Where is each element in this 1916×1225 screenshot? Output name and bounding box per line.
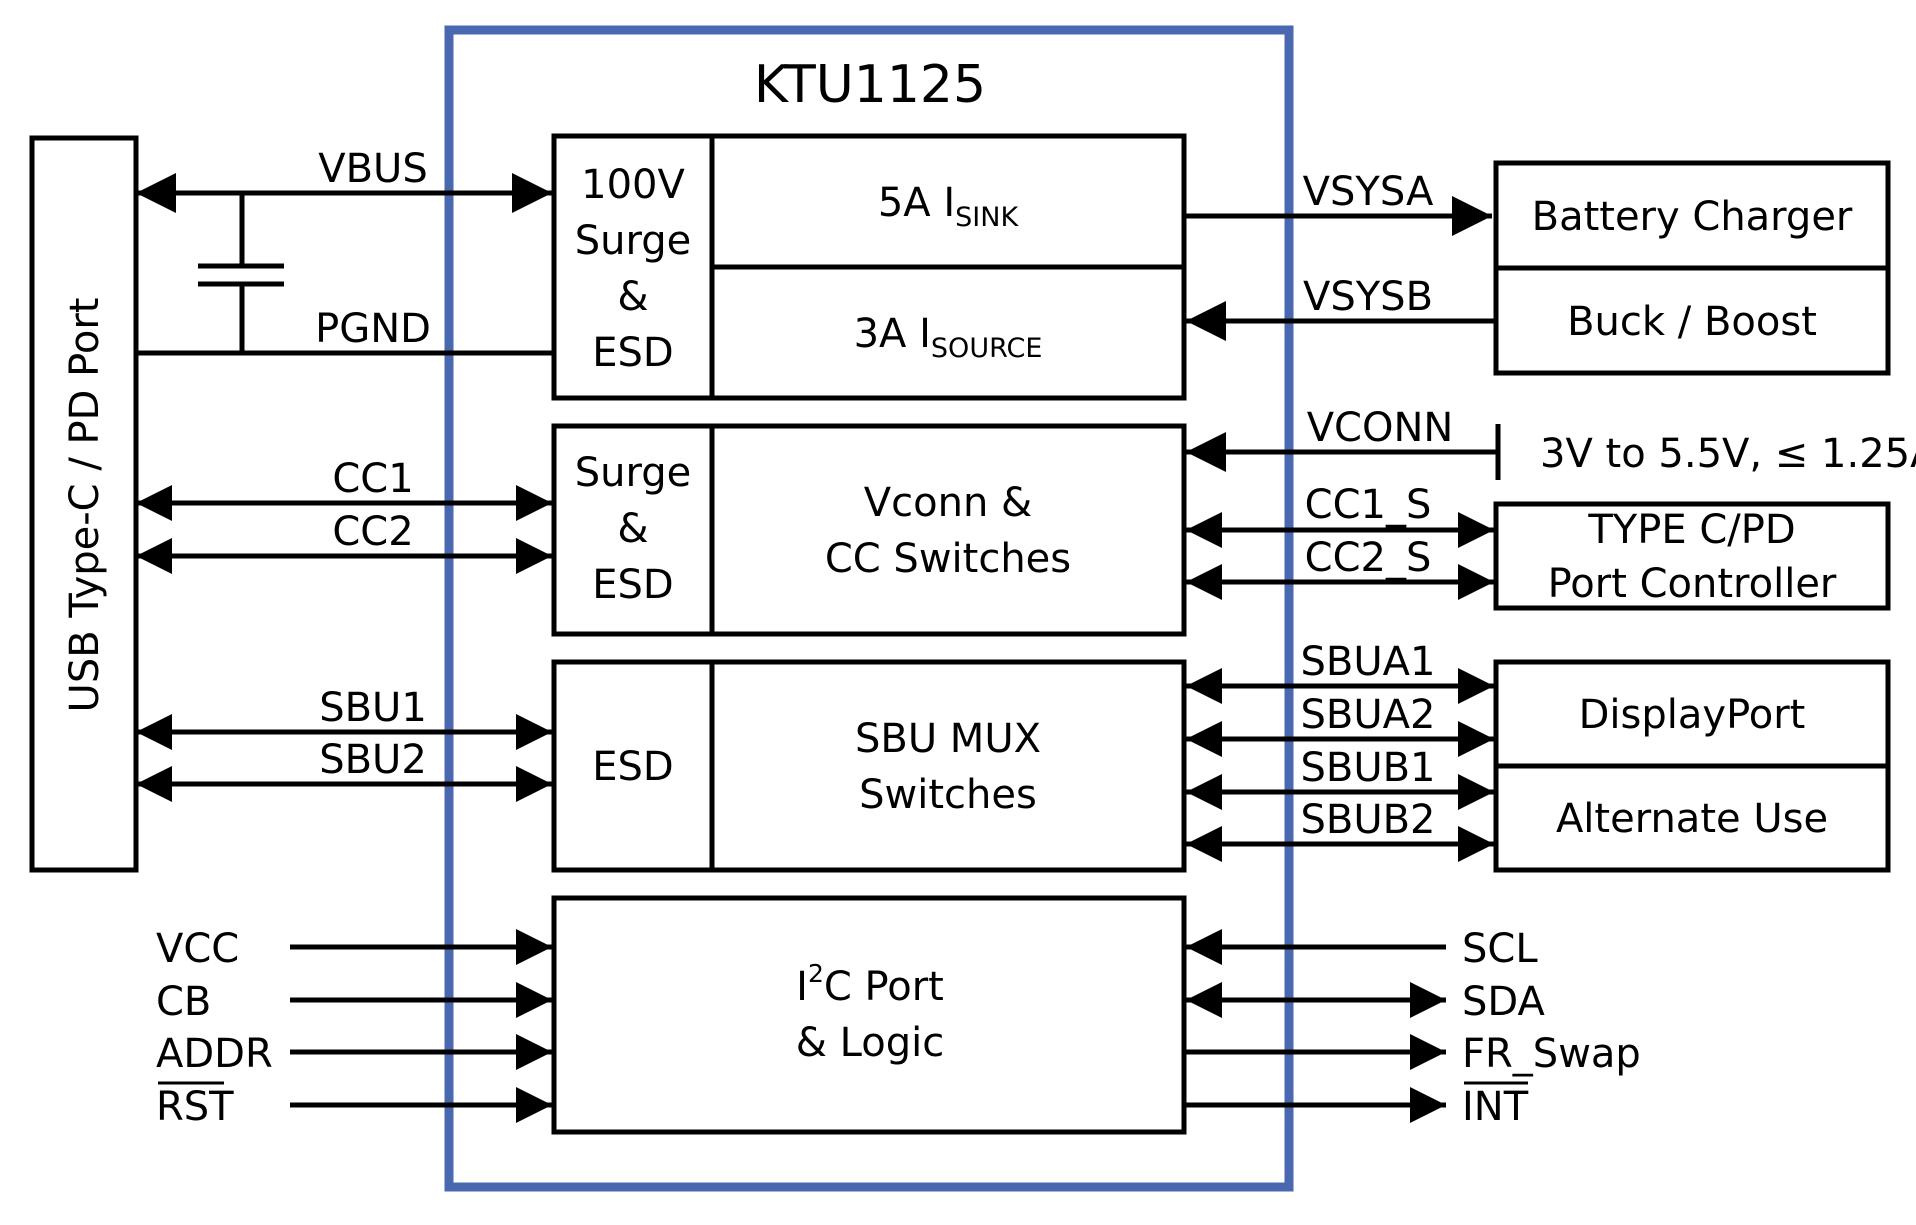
surge100v-line1: 100V: [581, 162, 685, 208]
vconn-label: VCONN: [1307, 405, 1454, 451]
buck-boost-label: Buck / Boost: [1567, 299, 1817, 345]
cc1-s-label: CC1_S: [1305, 482, 1432, 528]
rst-label: RST: [156, 1084, 234, 1130]
cb-label: CB: [156, 979, 211, 1025]
scl-label: SCL: [1462, 926, 1538, 972]
sbub1-label: SBUB1: [1301, 745, 1436, 791]
sbu-mux-line2: Switches: [859, 772, 1037, 818]
alternate-use-label: Alternate Use: [1556, 796, 1828, 842]
chip-title: KTU1125: [754, 55, 986, 115]
usb-connector-label: USB Type-C / PD Port: [62, 298, 108, 713]
capacitor-icon: [198, 193, 284, 353]
vcc-label: VCC: [156, 926, 239, 972]
cc1-label: CC1: [332, 456, 413, 502]
cc-block: [551, 423, 1187, 637]
surge100v-line2: Surge: [575, 218, 691, 264]
chip-outline: [444, 25, 1294, 1192]
sbu2-label: SBU2: [319, 737, 427, 783]
vconn-cc-line2: CC Switches: [825, 536, 1071, 582]
vsysa-label: VSYSA: [1303, 169, 1434, 215]
surge-esd-line1: Surge: [575, 450, 691, 496]
sbu1-label: SBU1: [319, 685, 427, 731]
surge-esd-line3: ESD: [592, 562, 673, 608]
vconn-cc-line1: Vconn &: [864, 480, 1032, 526]
usb-connector: [29, 135, 139, 873]
sda-label: SDA: [1462, 979, 1545, 1025]
surge100v-line4: ESD: [592, 330, 673, 376]
sbu-block: [551, 659, 1187, 873]
addr-label: ADDR: [156, 1031, 273, 1077]
surge-esd-line2: &: [617, 506, 648, 552]
pd-controller-line1: TYPE C/PD: [1587, 507, 1795, 553]
displayport-label: DisplayPort: [1579, 692, 1806, 738]
vbus-label: VBUS: [318, 146, 427, 192]
i2c-line2: & Logic: [796, 1020, 944, 1066]
sbua1-label: SBUA1: [1301, 639, 1436, 685]
sbu-mux-line1: SBU MUX: [855, 716, 1041, 762]
cc2-label: CC2: [332, 509, 413, 555]
i2c-line1: I2C Port: [796, 959, 944, 1010]
battery-charger-label: Battery Charger: [1532, 194, 1853, 240]
i2c-block: [551, 895, 1187, 1135]
surge100v-line3: &: [617, 274, 648, 320]
sbub2-label: SBUB2: [1301, 797, 1436, 843]
esd-label: ESD: [592, 744, 673, 790]
isink-label: 5A ISINK: [878, 180, 1020, 233]
pgnd-label: PGND: [315, 306, 431, 352]
pd-controller-block: [1493, 501, 1891, 611]
sbua2-label: SBUA2: [1301, 692, 1436, 738]
pd-controller-line2: Port Controller: [1548, 561, 1837, 607]
cc2-s-label: CC2_S: [1305, 535, 1432, 581]
isource-label: 3A ISOURCE: [854, 311, 1043, 364]
fr-swap-label: FR_Swap: [1462, 1031, 1641, 1077]
vconn-supply-label: 3V to 5.5V, ≤ 1.25A: [1540, 431, 1916, 477]
int-label: INT: [1462, 1084, 1529, 1130]
vsysb-label: VSYSB: [1303, 274, 1433, 320]
